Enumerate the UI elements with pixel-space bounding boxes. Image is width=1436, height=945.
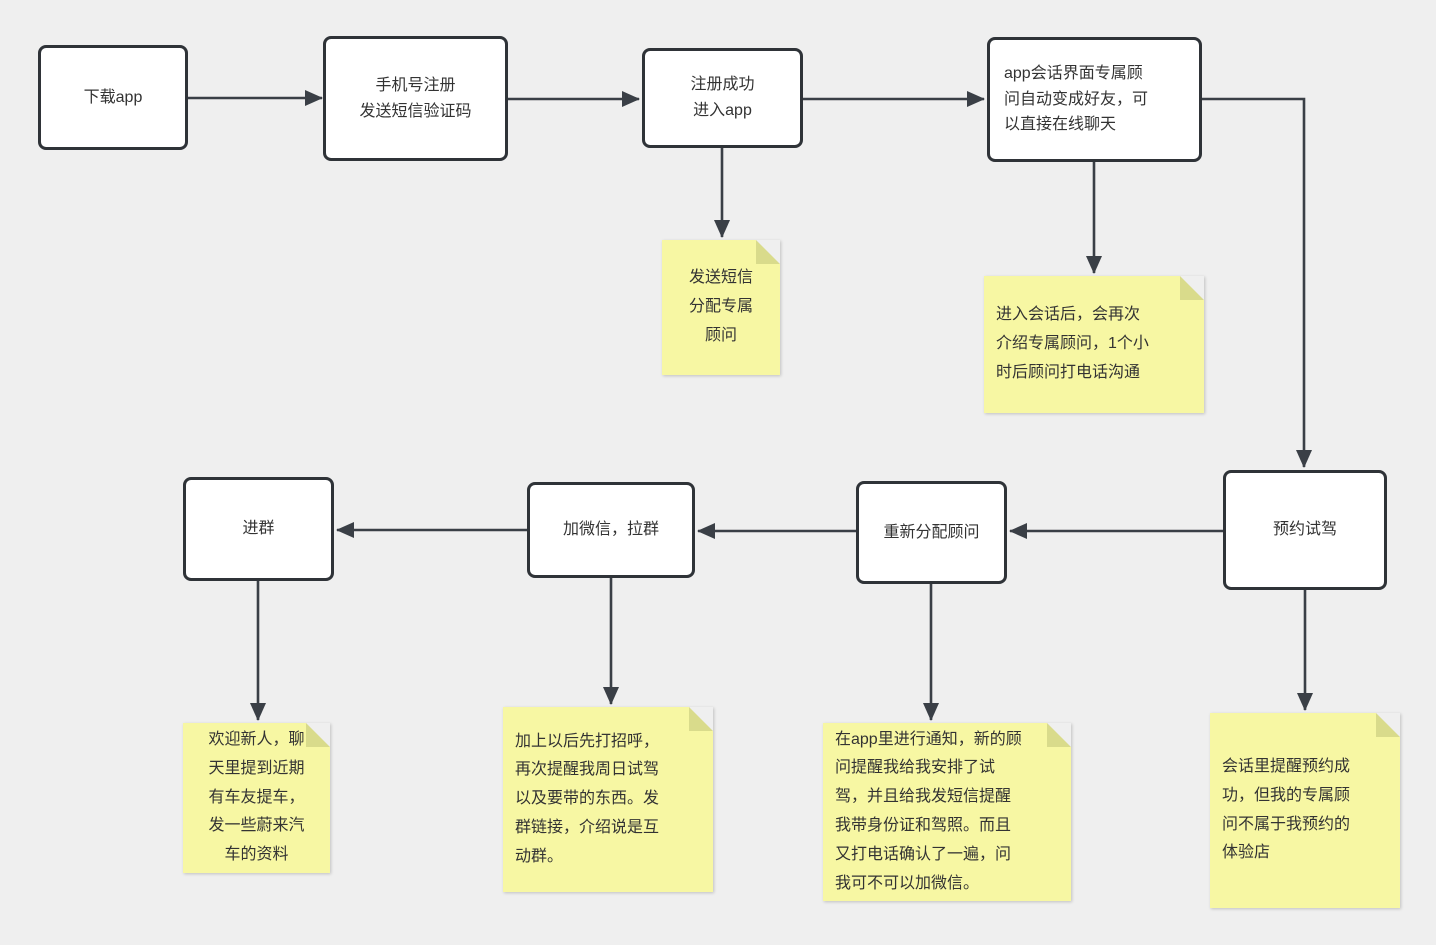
sticky-note-welcome-group[interactable]: 欢迎新人，聊 天里提到近期 有车友提车， 发一些蔚来汽 车的资料 [183,723,330,873]
flow-node-phone-register[interactable]: 手机号注册 发送短信验证码 [323,36,508,161]
note-fold-corner-icon [756,240,780,264]
sticky-note-app-notify[interactable]: 在app里进行通知，新的顾 问提醒我给我安排了试 驾，并且给我发短信提醒 我带身… [823,723,1071,901]
note-fold-corner-icon [306,723,330,747]
note-fold-corner-icon [689,707,713,731]
connector-chat-to-testdrive [1202,97,1312,468]
note-fold-corner-icon [1376,713,1400,737]
flow-node-reassign-advisor[interactable]: 重新分配顾问 [856,481,1007,584]
flow-node-app-chat-advisor[interactable]: app会话界面专属顾 问自动变成好友，可 以直接在线聊天 [987,37,1202,162]
flow-node-join-group[interactable]: 进群 [183,477,334,581]
flow-node-register-success[interactable]: 注册成功 进入app [642,48,803,148]
note-fold-corner-icon [1180,276,1204,300]
sticky-note-sms-advisor[interactable]: 发送短信 分配专属 顾问 [662,240,780,375]
sticky-note-booking-reminder[interactable]: 会话里提醒预约成 功，但我的专属顾 问不属于我预约的 体验店 [1210,713,1400,908]
flow-node-book-test-drive[interactable]: 预约试驾 [1223,470,1387,590]
flow-node-add-wechat-group[interactable]: 加微信，拉群 [527,482,695,578]
sticky-note-wechat-greeting[interactable]: 加上以后先打招呼， 再次提醒我周日试驾 以及要带的东西。发 群链接，介绍说是互 … [503,707,713,892]
flow-node-download-app[interactable]: 下载app [38,45,188,150]
sticky-note-session-intro[interactable]: 进入会话后，会再次 介绍专属顾问，1个小 时后顾问打电话沟通 [984,276,1204,413]
note-fold-corner-icon [1047,723,1071,747]
